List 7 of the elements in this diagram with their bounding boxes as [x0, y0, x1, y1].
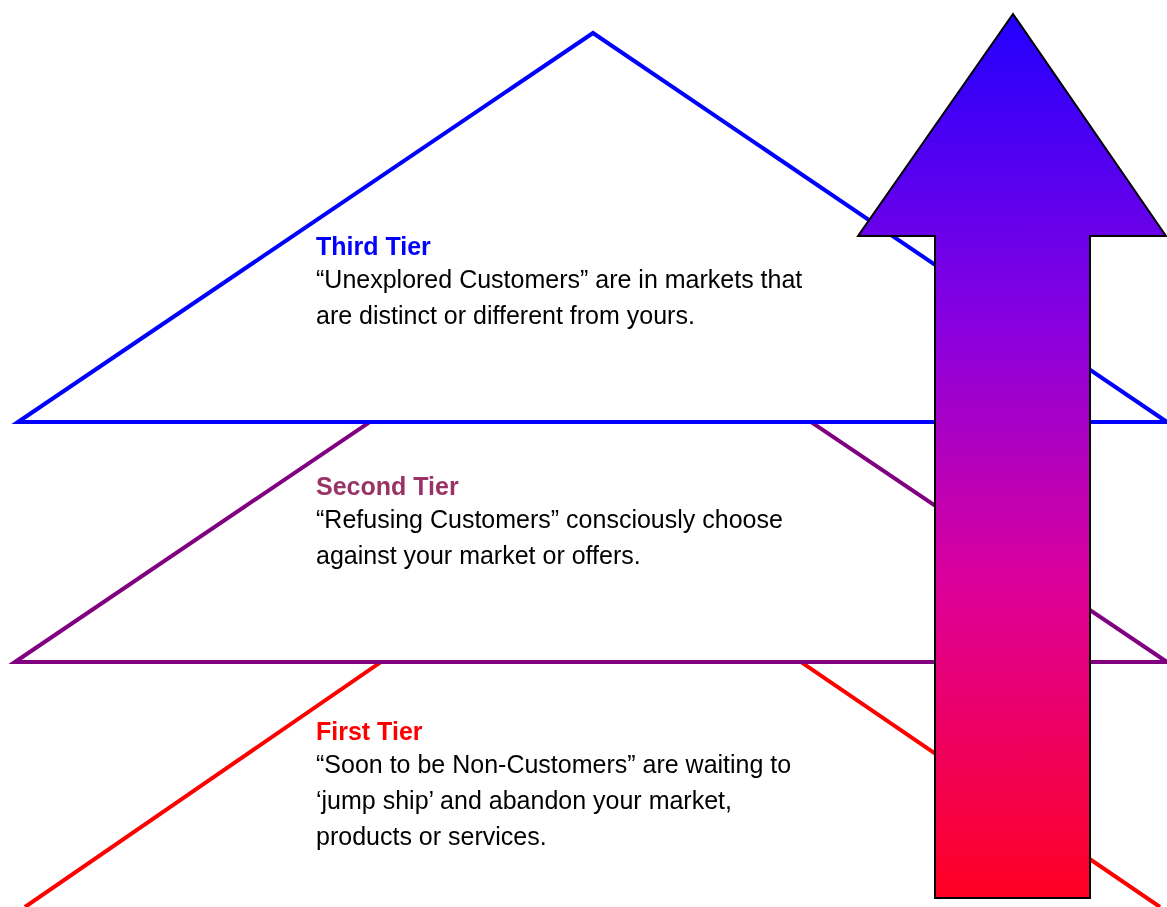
- tier-description: “Unexplored Customers” are in markets that are distinct or different from yours.: [316, 264, 804, 331]
- tier-heading: Third Tier: [316, 231, 431, 261]
- block-arrow: [856, 12, 1167, 899]
- tier-description: “Refusing Customers” consciously choose against your market or offers.: [316, 504, 784, 571]
- tier-heading: Second Tier: [316, 471, 459, 501]
- tier-heading: First Tier: [316, 716, 423, 746]
- tier-description: “Soon to be Non-Customers” are waiting to ‘jump ship’ and abandon your market, products or services.: [316, 749, 793, 852]
